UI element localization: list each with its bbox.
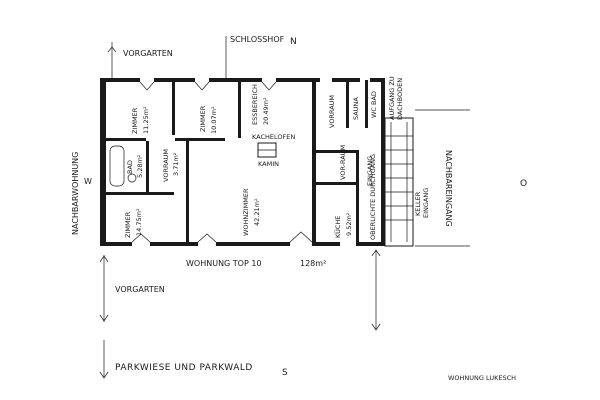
kueche-area: 9.52m² [345,212,353,236]
aufgang-label: AUFGANG ZU [388,76,396,120]
zimmer1-label: ZIMMER [131,107,139,134]
dim-arrow-3 [99,371,109,379]
dim-arrow-2 [99,314,109,322]
vorgarten-arrow [107,46,117,53]
window-s2 [198,241,216,247]
keller-eingang-label: EINGANG [422,188,430,218]
washbasin [127,173,137,183]
plan-total-area: 128m² [300,259,326,268]
kueche-label: KÜCHE [333,216,342,238]
dachboden-label: DACHBODEN [396,78,404,120]
west-mark: W [84,177,92,186]
west-wall [100,78,106,246]
nachbareingang-label: NACHBAREINGANG [444,150,453,227]
staircase [384,117,414,247]
kamin-label: KAMIN [258,160,279,168]
vorgarten-top-label: VORGARTEN [123,49,173,58]
wall-wcbad [365,80,368,128]
keller-label: KELLER [414,191,422,216]
wall-vorraum-wohn [186,141,189,246]
oberlichte-label: OBERLICHTE DURCHGANG [369,154,377,240]
wall-zimmer2-ess [238,80,241,138]
parkwiese-label: PARKWIESE UND PARKWALD [115,363,253,373]
wcbad-label: WC BAD [370,91,378,118]
wall-bad-bottom [106,192,174,195]
essbereich-area: 20.49m² [262,97,270,125]
wall-ess-kueche [312,80,316,246]
essbereich-label: ESSBEREICH [251,84,259,125]
vorraum-label: VORRAUM [162,149,170,182]
window-mark-s2 [197,233,217,243]
zimmer2-label: ZIMMER [199,105,207,132]
dim-arrow-1 [99,255,109,263]
window-mark-n3 [261,81,277,91]
schlosshof-label: SCHLOSSHOF [230,35,285,44]
bathtub [109,145,125,187]
south-wall [100,242,385,246]
plan-title: WOHNUNG TOP 10 [186,259,262,268]
zimmer3-label: ZIMMER [124,211,132,238]
window-mark-n1 [139,81,155,91]
bad-label: BAD [126,160,134,174]
window-s4 [340,241,356,247]
signature-label: WOHNUNG LUKESCH [448,374,516,382]
dim-arrow-5 [371,323,381,331]
wall-kueche-east [356,150,359,246]
window-mark-s3 [289,231,313,243]
north-wall [100,78,385,82]
wohnzimmer-area: 42.21m² [253,198,261,226]
kachelofen-label: KACHELOFEN [252,133,295,141]
wall-vorraum3-bottom [316,182,356,185]
window-n1 [140,77,154,83]
wall-bad-vorraum [146,141,149,193]
wall-sauna [346,80,349,128]
window-n4 [320,77,332,83]
dim-arrow-4 [371,249,381,257]
north-label: N [290,37,297,47]
east-wall [381,78,385,246]
wall-vorraum2-bottom [316,150,356,153]
window-mark-n2 [194,81,210,91]
wall-zimmer1-bottom [106,138,146,141]
south-label: S [282,368,288,378]
wall-zimmer1-zimmer2 [172,80,175,135]
bad-area: 5.28m² [136,154,144,178]
window-s3 [290,241,312,247]
vorgarten-bottom-label: VORGARTEN [115,285,165,294]
vorraum2-label: VORRAUM [328,95,336,128]
zimmer1-area: 11.25m² [142,106,150,134]
window-n2 [195,77,209,83]
sauna-label: SAUNA [352,97,360,120]
zimmer3-area: 14.75m² [135,208,143,236]
wall-zimmer2-bottom [175,138,225,141]
window-mark-s1 [131,233,151,243]
zimmer2-area: 10.07m² [210,106,218,134]
window-n3 [262,77,276,83]
wohnzimmer-label: WOHNZIMMER [242,188,250,236]
window-s1 [132,241,150,247]
east-mark: O [520,179,528,189]
vorraum3-label: VOR-RAUM [339,145,347,180]
nachbarwohnung-label: NACHBARWOHNUNG [71,152,80,235]
vorraum-area: 3.71m² [172,152,180,176]
eingang-label: EINGANG [366,156,374,186]
